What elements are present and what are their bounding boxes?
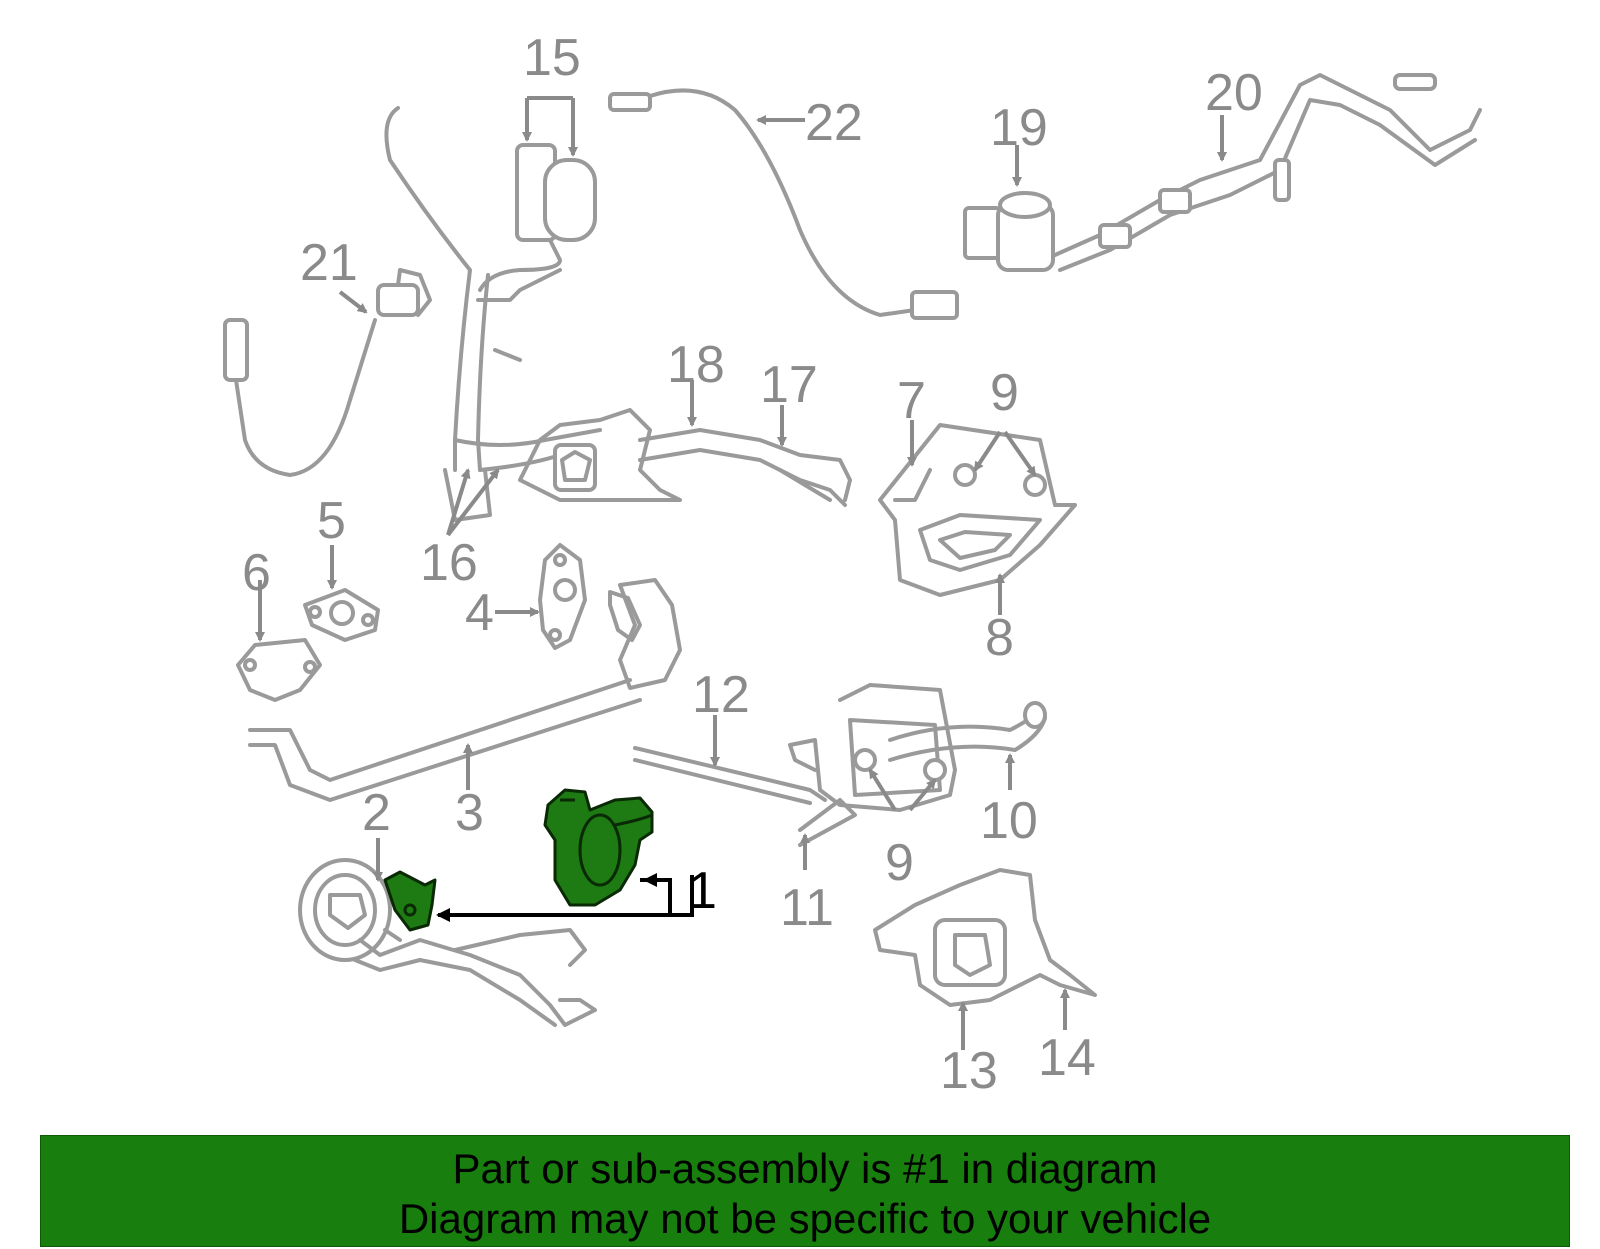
- part-17-18-bracket-hose: [518, 380, 852, 507]
- part-9-10-11-valve-assembly: [788, 683, 1047, 870]
- part-20-hose-line: [1053, 73, 1482, 272]
- label-4: 4: [465, 584, 494, 642]
- label-15: 15: [523, 29, 581, 87]
- part-5-gasket: [303, 545, 380, 642]
- part-2-egr-pipe: [298, 838, 597, 1027]
- label-7: 7: [897, 372, 926, 430]
- label-17: 17: [760, 356, 818, 414]
- label-1: 1: [688, 862, 717, 920]
- label-16: 16: [420, 534, 478, 592]
- label-19: 19: [990, 99, 1048, 157]
- part-3-egr-tube: [248, 578, 682, 802]
- label-12: 12: [692, 666, 750, 724]
- banner-line-disclaimer: Diagram may not be specific to your vehi…: [398, 1195, 1212, 1242]
- label-18: 18: [667, 336, 725, 394]
- label-9-top: 9: [990, 364, 1019, 422]
- part-6-gasket: [236, 580, 322, 702]
- part-4-gasket: [495, 543, 587, 650]
- label-22: 22: [805, 94, 863, 152]
- label-10: 10: [980, 792, 1038, 850]
- part-19-vacuum-pump: [963, 145, 1055, 272]
- part-21-o2-sensor: [223, 268, 432, 477]
- part-13-14-egr-valve: [873, 868, 1097, 1050]
- part-1-highlighted-valve: [383, 788, 694, 932]
- label-2: 2: [362, 784, 391, 842]
- label-9-bottom: 9: [885, 834, 914, 892]
- label-8: 8: [985, 609, 1014, 667]
- label-6: 6: [242, 544, 271, 602]
- info-banner: Part or sub-assembly is #1 in diagram Di…: [40, 1135, 1570, 1247]
- banner-line-part-number: Part or sub-assembly is #1 in diagram: [452, 1145, 1158, 1192]
- label-20: 20: [1205, 64, 1263, 122]
- part-12-rod: [633, 715, 827, 805]
- part-22-sensor-wire: [608, 88, 959, 320]
- label-13: 13: [940, 1042, 998, 1100]
- part-15-solenoid: [478, 96, 597, 292]
- label-3: 3: [455, 784, 484, 842]
- label-5: 5: [317, 492, 346, 550]
- part-labels: 15 22 20 19 21 18 17 7 9 16 5 6 4 8 12 3…: [242, 29, 1263, 1100]
- label-21: 21: [300, 234, 358, 292]
- part-7-8-9-canister-bracket: [878, 420, 1077, 615]
- label-14: 14: [1038, 1029, 1096, 1087]
- label-11: 11: [780, 879, 834, 937]
